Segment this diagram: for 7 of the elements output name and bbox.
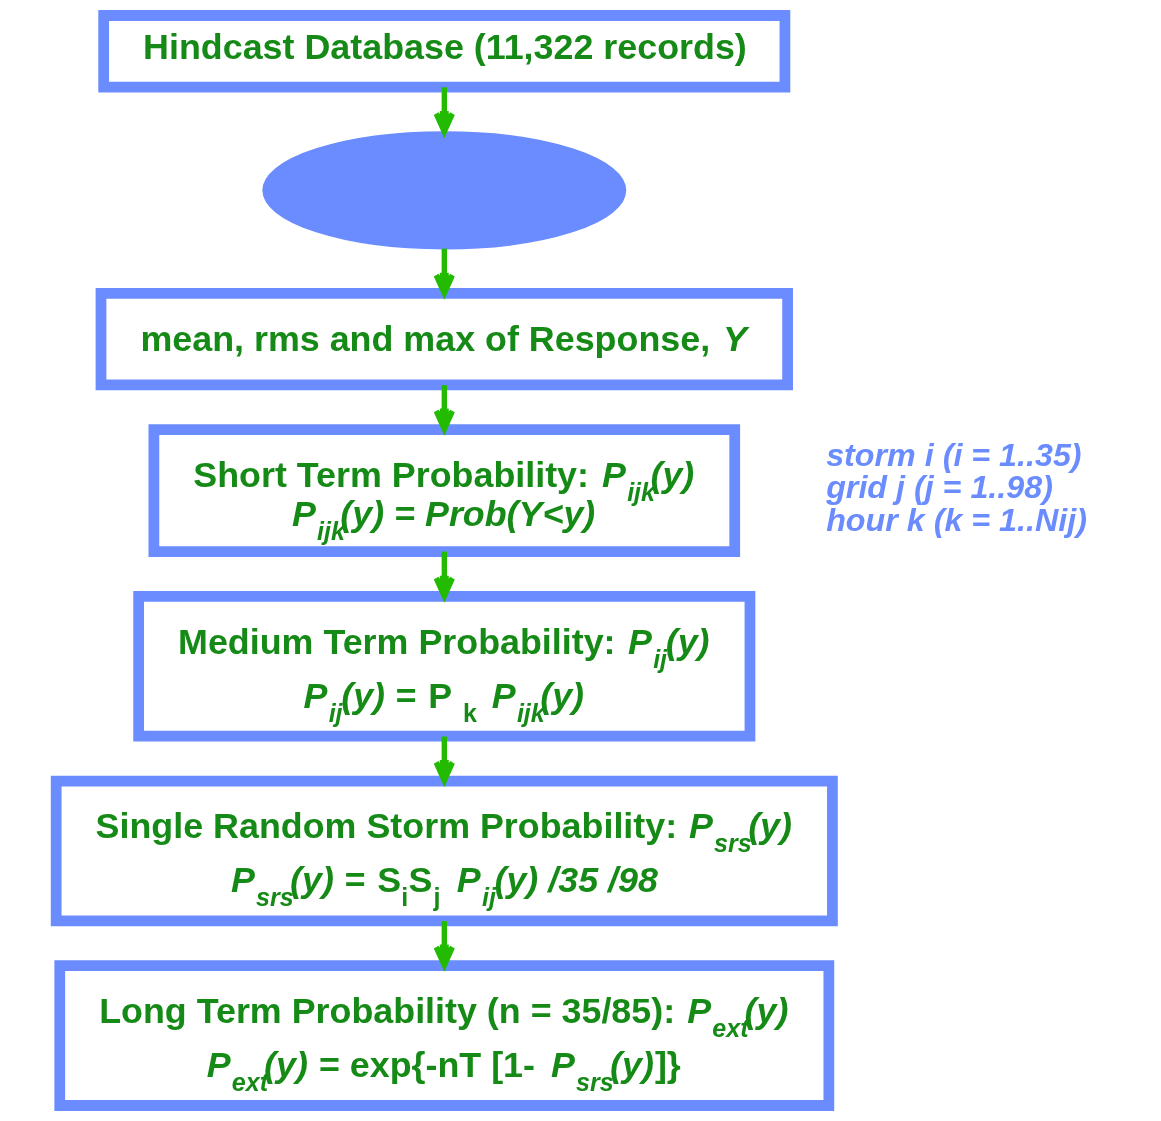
node-ellipse bbox=[261, 131, 626, 250]
node-box: Long Term Probability (n = 35/85): P$_{ext}$(y) P$_{ext}$(y) = exp{-nT [1- P$_{srs}$(y)]} bbox=[53, 960, 834, 1111]
node-box: Medium Term Probability: P$_{ij}$(y) P$_{ij}$(y) = P $_{k}$ P$_{ijk}$(y) bbox=[132, 591, 755, 742]
node-box: mean, rms and max of Response, Y bbox=[95, 288, 793, 391]
node-box: Short Term Probability: P$_{ijk}$(y) P$_{ijk}$(y) = Prob(Y<y) bbox=[148, 424, 740, 557]
node-box: Single Random Storm Probability: P$_{srs}$(y) P$_{srs}$(y) = S$_{i}$S$_{j}$ P$_{ij}$(y) /35 /98 bbox=[50, 775, 838, 927]
node-box: Hindcast Database (11,322 records) bbox=[97, 10, 790, 93]
